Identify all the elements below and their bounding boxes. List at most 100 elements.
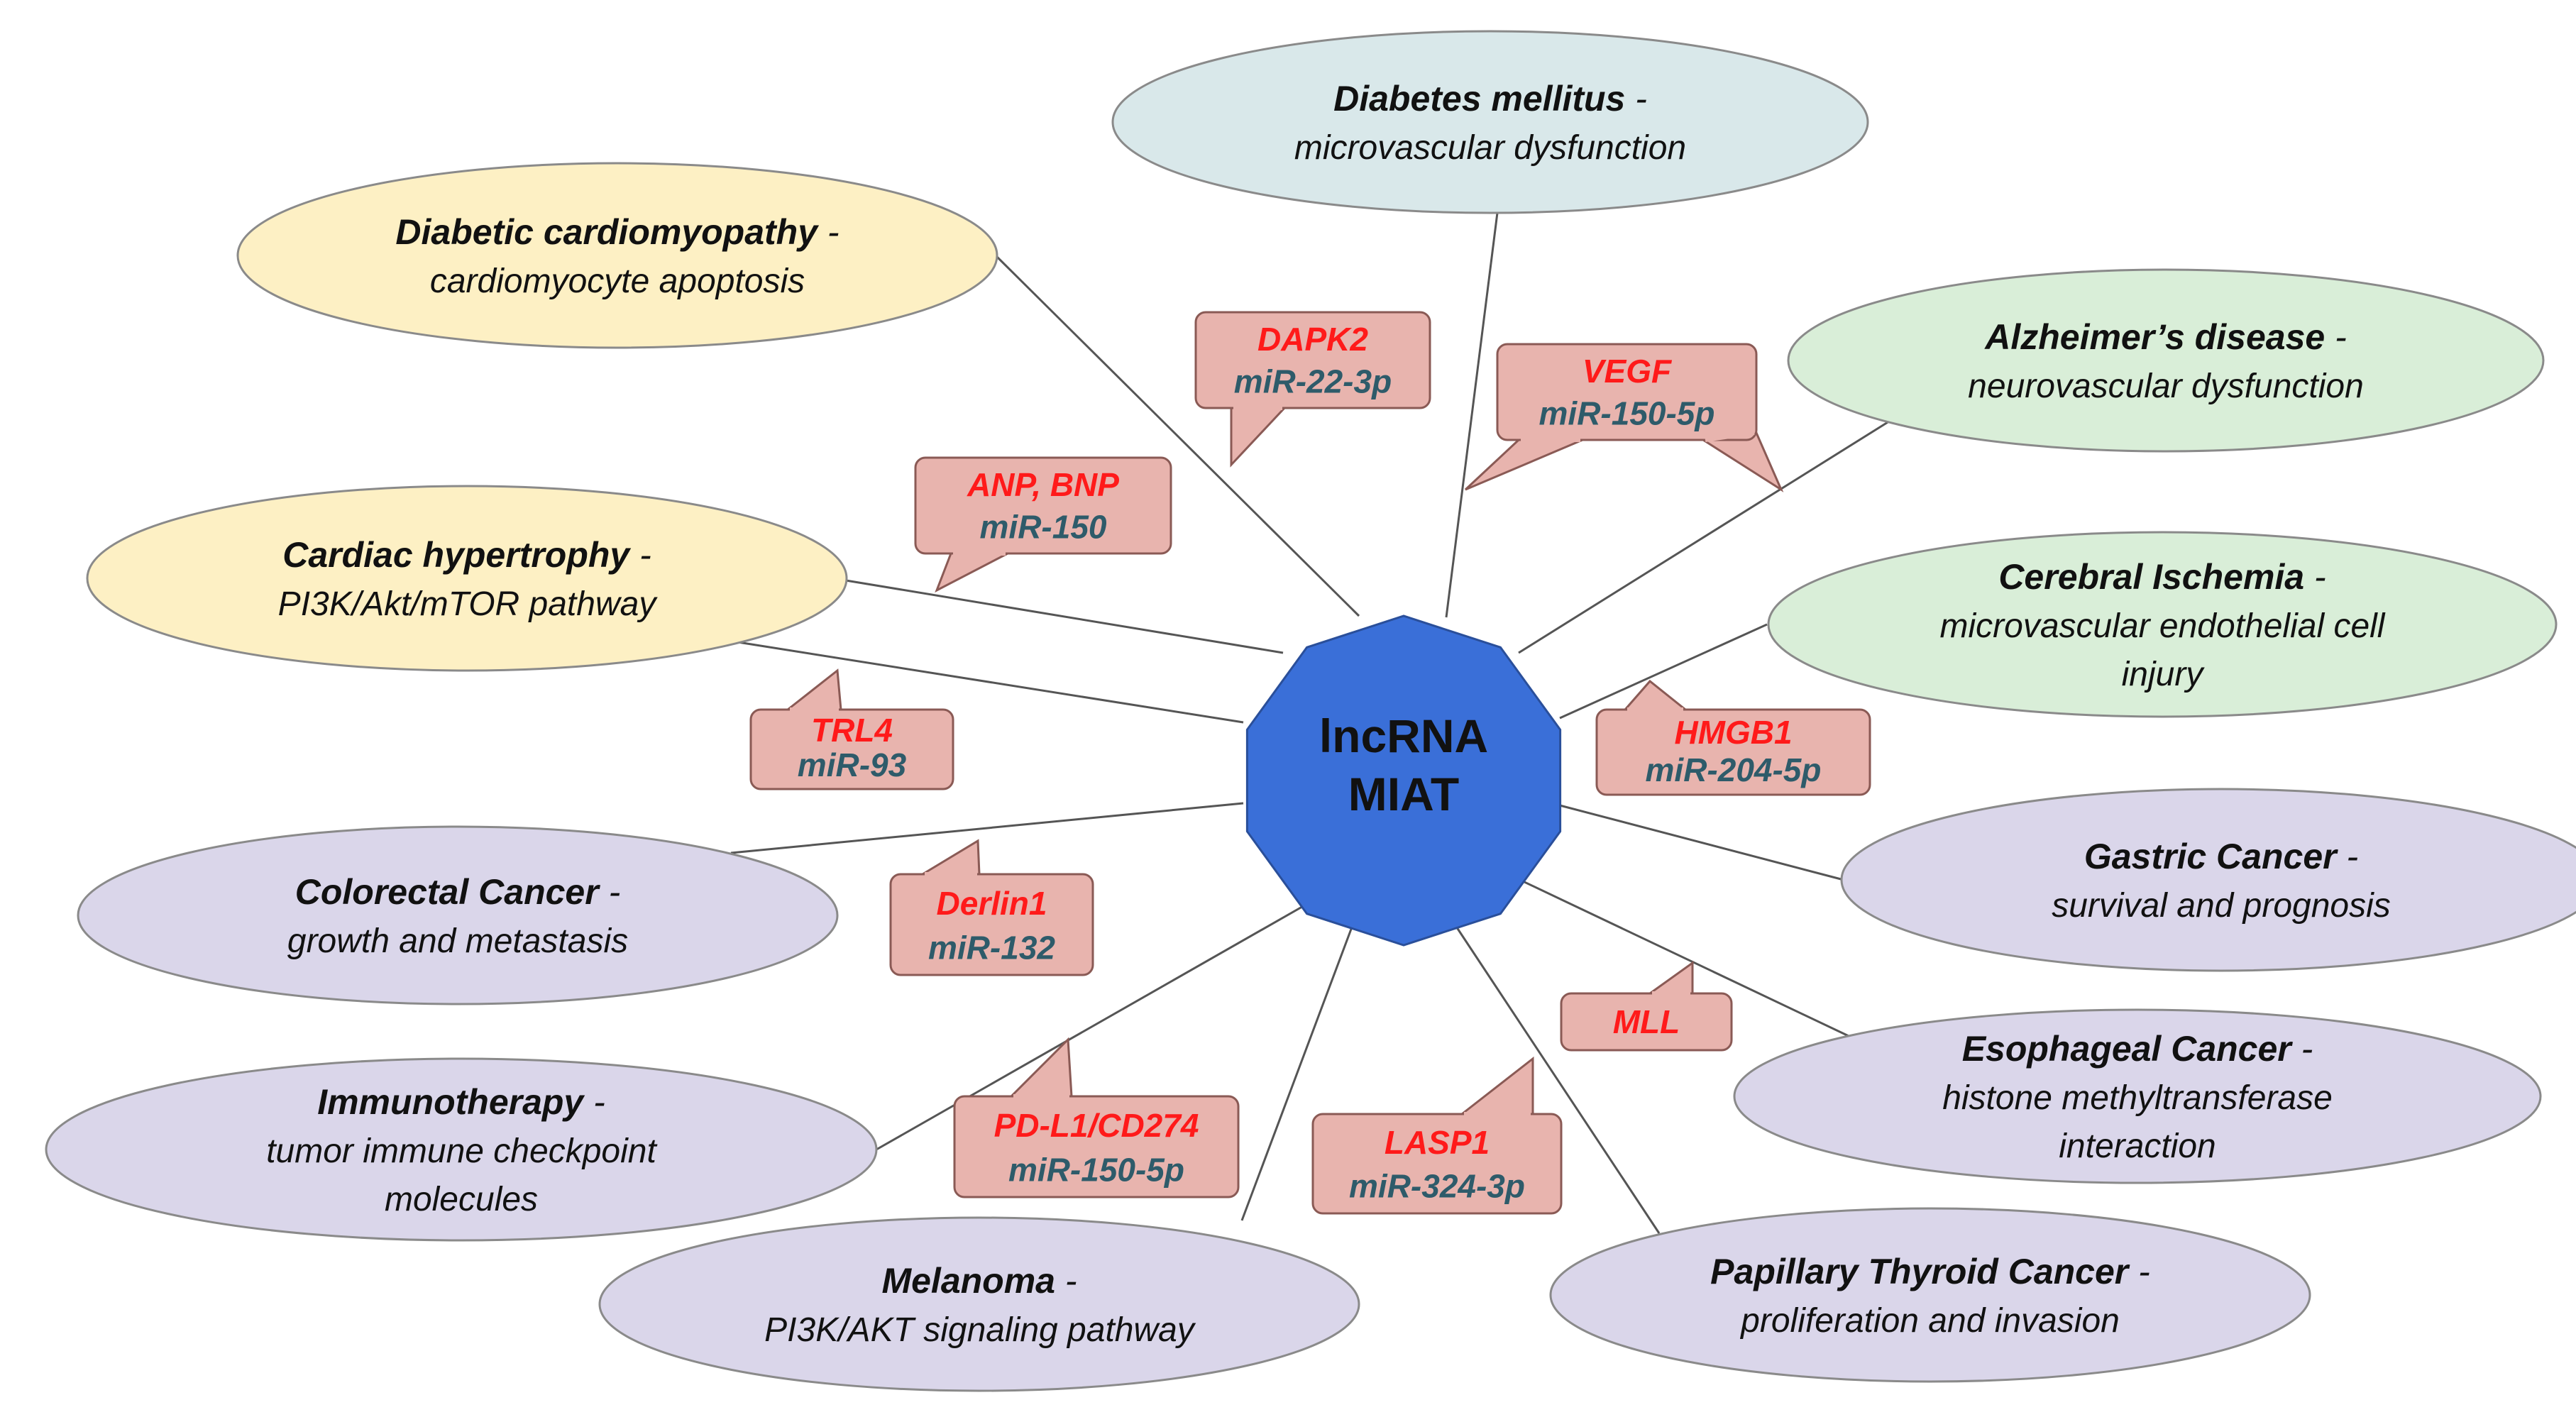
callout-derlin1: Derlin1 miR-132 <box>889 839 1094 976</box>
callout-box <box>889 873 1094 976</box>
disease-title: Papillary Thyroid Cancer - <box>1710 1252 2150 1291</box>
callout-box <box>1194 311 1431 409</box>
callout-target: HMGB1 <box>1674 714 1792 751</box>
connector-line-hypertrophy-extra <box>737 641 1244 724</box>
callout-target: MLL <box>1613 1003 1680 1040</box>
connector-line-diabetes <box>1445 212 1499 618</box>
callout-mirna: miR-150 <box>980 508 1107 545</box>
callout-box <box>1496 343 1758 441</box>
callout-mirna: miR-150-5p <box>1008 1151 1184 1188</box>
callout-tail <box>784 668 842 711</box>
disease-node-colorectal-cancer: Colorectal Cancer - growth and metastasis <box>77 825 839 1005</box>
disease-title: Diabetes mellitus - <box>1333 79 1647 118</box>
disease-description: microvascular endothelial cell <box>1940 607 2386 645</box>
callout-vegf: VEGF miR-150-5p <box>1464 343 1784 492</box>
callout-mirna: miR-150-5p <box>1539 395 1715 431</box>
disease-node-cerebral-ischemia: Cerebral Ischemia - microvascular endothe… <box>1767 531 2558 718</box>
disease-node-gastric-cancer: Gastric Cancer - survival and prognosis <box>1840 788 2576 972</box>
disease-description: PI3K/AKT signaling pathway <box>764 1311 1196 1349</box>
callout-box <box>749 708 954 790</box>
disease-ellipse <box>1787 268 2545 453</box>
disease-description: growth and metastasis <box>287 922 628 960</box>
callout-target: ANP, BNP <box>967 466 1119 503</box>
callout-box <box>1595 708 1871 796</box>
callout-tail <box>1230 407 1287 468</box>
disease-ellipse <box>1111 30 1869 214</box>
disease-node-esophageal-cancer: Esophageal Cancer - histone methyltransfe… <box>1733 1008 2542 1184</box>
center-label-line2: MIAT <box>1348 768 1459 820</box>
disease-node-melanoma: Melanoma - PI3K/AKT signaling pathway <box>598 1216 1360 1392</box>
callout-box <box>953 1095 1240 1198</box>
callout-mirna: miR-132 <box>928 929 1055 966</box>
callout-mirna: miR-93 <box>798 746 907 783</box>
lncrna-miat-decagon <box>1245 614 1562 947</box>
disease-ellipse <box>236 162 998 349</box>
disease-title: Cardiac hypertrophy - <box>282 535 651 575</box>
connector-line-papillary-thyroid-cancer <box>1443 908 1661 1234</box>
connector-line-immunotherapy <box>876 903 1306 1151</box>
connector-line-alzheimers <box>1518 419 1892 654</box>
disease-ellipse <box>1767 531 2558 718</box>
disease-title: Cerebral Ischemia - <box>1998 557 2325 597</box>
disease-description: microvascular dysfunction <box>1294 129 1686 167</box>
disease-title: Gastric Cancer - <box>2084 837 2358 876</box>
disease-description: survival and prognosis <box>2052 887 2391 925</box>
callout-target: PD-L1/CD274 <box>994 1107 1199 1144</box>
callout-target: VEGF <box>1583 353 1673 390</box>
connector-line-cardiac-hypertrophy <box>845 579 1284 654</box>
disease-node-immunotherapy: Immunotherapy -tumor immune checkpointmo… <box>45 1057 878 1242</box>
disease-node-papillary-thyroid-cancer: Papillary Thyroid Cancer - proliferation … <box>1549 1207 2311 1383</box>
callout-tail <box>918 839 981 876</box>
connector-line-gastric-cancer <box>1559 804 1844 881</box>
callout-tail <box>1700 431 1784 492</box>
disease-node-alzheimers: Alzheimer’s disease -neurovascular dysfu… <box>1787 268 2545 453</box>
callout-tail <box>1458 1056 1534 1115</box>
callout-mirna: miR-324-3p <box>1349 1168 1525 1205</box>
callout-mirna: miR-204-5p <box>1646 751 1822 788</box>
callout-lasp1: LASP1 miR-324-3p <box>1311 1056 1563 1215</box>
callout-target: Derlin1 <box>937 885 1047 922</box>
callout-tail <box>1646 961 1694 995</box>
disease-ellipse <box>1840 788 2576 972</box>
disease-description: neurovascular dysfunction <box>1968 368 2364 405</box>
connector-line-colorectal-cancer <box>730 802 1244 854</box>
disease-title: Melanoma - <box>881 1261 1077 1301</box>
center-label-line1: lncRNA <box>1319 710 1488 762</box>
disease-title: Diabetic cardiomyopathy - <box>395 212 839 252</box>
disease-description: interaction <box>2059 1128 2216 1165</box>
disease-description: cardiomyocyte apoptosis <box>430 263 805 300</box>
disease-ellipse <box>86 485 848 672</box>
callout-tail <box>935 552 1008 593</box>
disease-description: proliferation and invasion <box>1739 1302 2120 1340</box>
disease-title: Esophageal Cancer - <box>1962 1029 2313 1069</box>
callout-target: LASP1 <box>1385 1124 1490 1161</box>
disease-ellipse <box>1733 1008 2542 1184</box>
callout-box <box>914 456 1172 555</box>
disease-title: Colorectal Cancer - <box>295 872 620 912</box>
callout-anp-bnp: ANP, BNP miR-150 <box>914 456 1172 593</box>
disease-description: injury <box>2122 656 2206 693</box>
disease-title: Immunotherapy - <box>317 1082 605 1122</box>
connector-line-esophageal-cancer <box>1507 873 1849 1037</box>
disease-node-cardiac-hypertrophy: Cardiac hypertrophy - PI3K/Akt/mTOR pathw… <box>86 485 848 672</box>
callout-target: TRL4 <box>811 712 893 749</box>
disease-description: PI3K/Akt/mTOR pathway <box>278 585 659 623</box>
disease-description: tumor immune checkpoint <box>266 1132 657 1170</box>
callout-box <box>1311 1113 1563 1215</box>
callout-mll: MLL <box>1560 961 1733 1052</box>
connector-line-melanoma <box>1240 908 1360 1221</box>
disease-ellipse <box>598 1216 1360 1392</box>
disease-description: histone methyltransferase <box>1942 1079 2333 1117</box>
callout-seam <box>1705 431 1755 442</box>
connector-line-cerebral-ischemia <box>1559 623 1768 720</box>
callout-target: DAPK2 <box>1257 321 1368 358</box>
callout-pdl1: PD-L1/CD274 miR-150-5p <box>953 1037 1240 1198</box>
connector-lines <box>730 212 1892 1234</box>
central-node: lncRNA MIAT <box>1245 614 1562 947</box>
callout-box <box>1560 992 1733 1052</box>
connector-line-diabetic-cardiomyopathy <box>996 255 1360 617</box>
disease-ellipse <box>77 825 839 1005</box>
